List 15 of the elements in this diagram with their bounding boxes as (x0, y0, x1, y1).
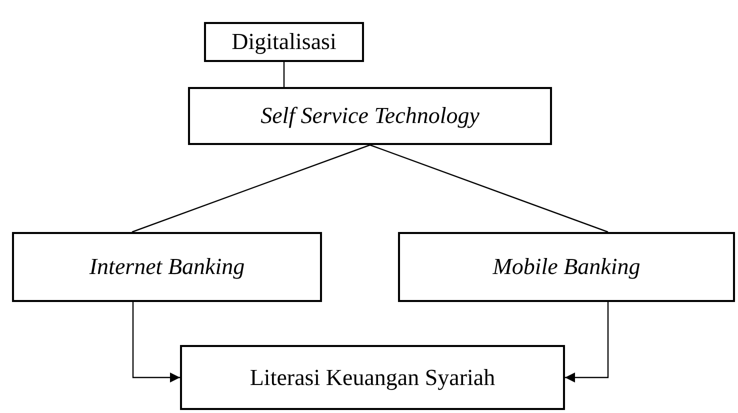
box-label: Digitalisasi (232, 29, 336, 55)
process-box (204, 22, 364, 62)
connector-line (283, 62, 285, 87)
process-box (188, 87, 552, 145)
box-label: Self Service Technology (260, 103, 480, 129)
connector-line (370, 144, 608, 233)
arrow (565, 302, 609, 382)
box-label: Literasi Keuangan Syariah (250, 364, 496, 390)
box-label: Mobile Banking (492, 254, 640, 280)
arrow (132, 302, 180, 382)
process-box (398, 232, 735, 302)
box-label: Internet Banking (89, 254, 245, 280)
process-box (12, 232, 322, 302)
connector-line (132, 144, 370, 233)
process-box (180, 345, 565, 410)
